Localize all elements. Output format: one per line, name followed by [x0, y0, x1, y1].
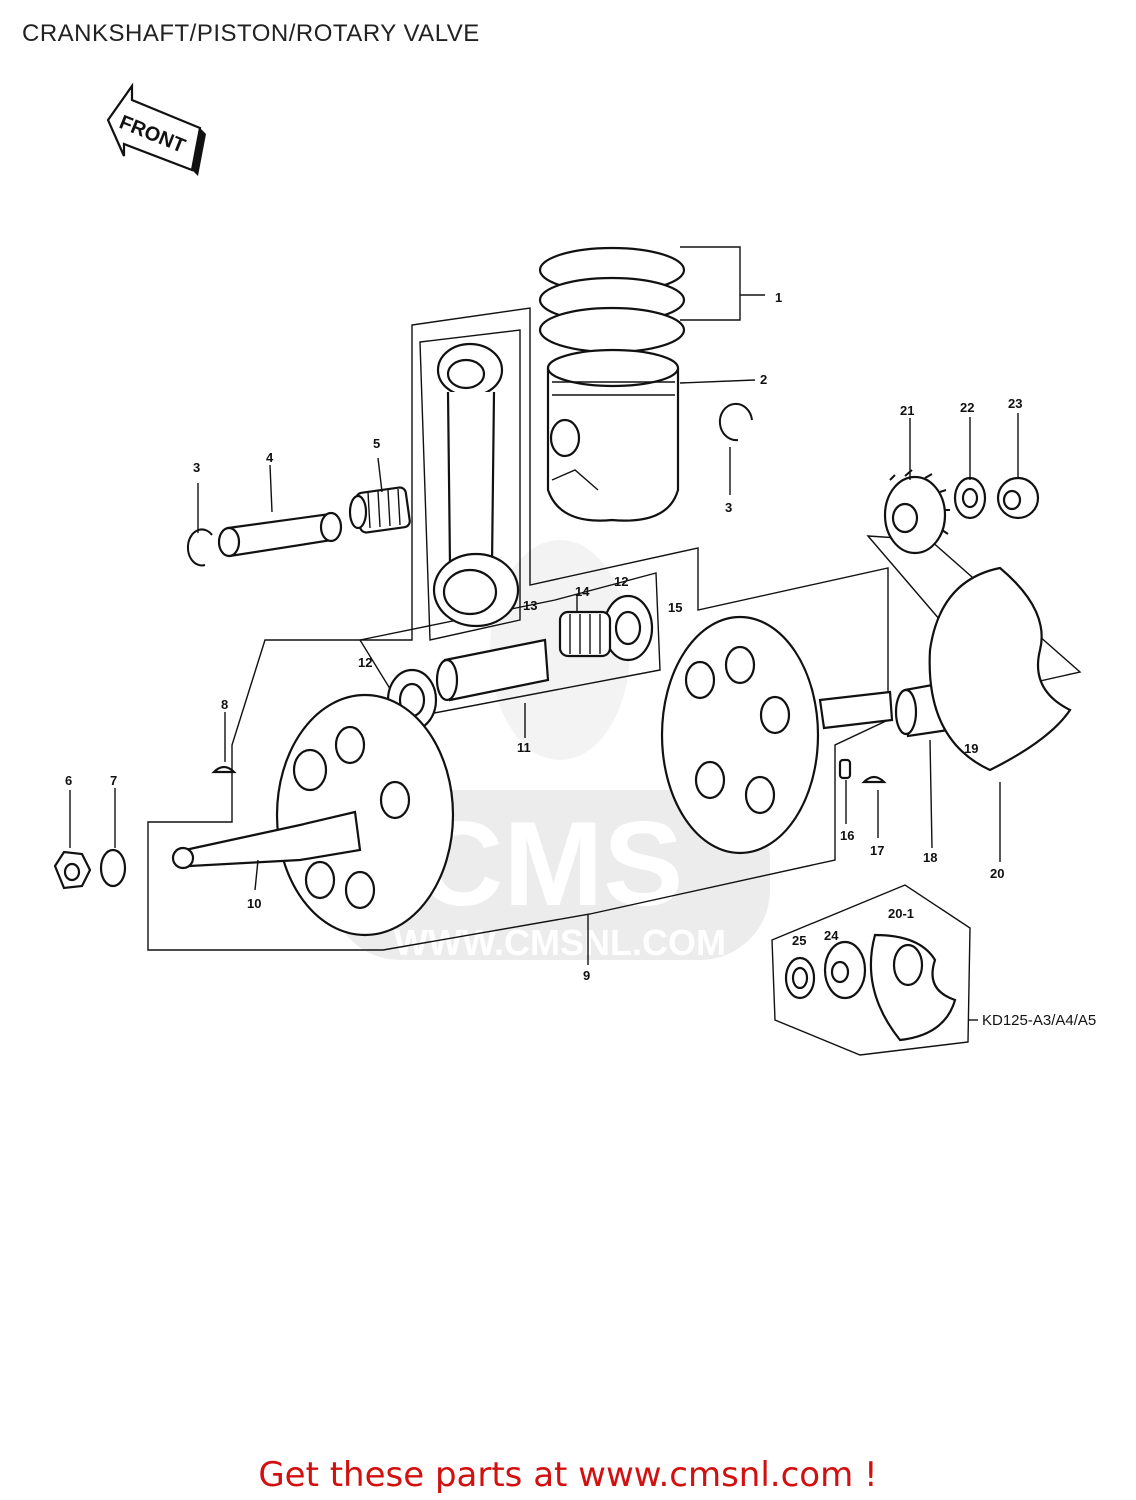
connecting-rod-outline — [419, 329, 521, 641]
callout-3-left: 3 — [193, 460, 200, 475]
variant-box-outline — [771, 884, 971, 1056]
callout-20: 20 — [990, 866, 1004, 881]
callout-2: 2 — [760, 372, 767, 387]
crankshaft-nut — [53, 850, 92, 890]
model-variant-note: KD125-A3/A4/A5 — [982, 1012, 1096, 1029]
callout-19: 19 — [964, 741, 978, 756]
footer-parts-link[interactable]: Get these parts at www.cmsnl.com ! — [258, 1455, 878, 1495]
gear-nut — [996, 476, 1040, 520]
leader-lines — [69, 246, 1019, 1021]
dowel-pin — [838, 758, 852, 780]
callout-10: 10 — [247, 896, 261, 911]
callout-11: 11 — [517, 740, 531, 755]
oil-pump-gear — [883, 469, 950, 555]
rotary-valve-disc — [928, 566, 1072, 772]
front-arrow: FRONT — [106, 82, 206, 176]
small-end-bearing — [348, 486, 411, 534]
callout-24: 24 — [824, 928, 839, 943]
piston — [546, 348, 680, 522]
callout-25: 25 — [792, 933, 806, 948]
callout-15: 15 — [668, 600, 682, 615]
callout-9: 9 — [583, 968, 590, 983]
page-title: CRANKSHAFT/PISTON/ROTARY VALVE — [22, 20, 480, 47]
callout-16: 16 — [840, 828, 854, 843]
exploded-parts-diagram: CMS WWW.CMSNL.COM FRONT — [53, 82, 1096, 1056]
callout-5: 5 — [373, 436, 380, 451]
watermark-brand: CMS — [417, 797, 684, 931]
crank-pin — [435, 638, 550, 702]
piston-pin-clip-left — [186, 528, 213, 567]
callout-13: 13 — [523, 598, 537, 613]
callout-1: 1 — [775, 290, 782, 305]
crankshaft-washer — [99, 848, 127, 888]
callout-8: 8 — [221, 697, 228, 712]
variant-gear — [823, 940, 867, 1000]
variant-washer — [784, 956, 816, 1000]
crankshaft-left-flywheel — [171, 693, 455, 937]
big-end-bearing — [558, 610, 612, 658]
callout-7: 7 — [110, 773, 117, 788]
callout-22: 22 — [960, 400, 974, 415]
woodruff-key-left — [211, 765, 237, 774]
callout-12-left: 12 — [358, 655, 372, 670]
piston-pin — [217, 511, 343, 558]
piston-rings — [538, 246, 686, 354]
connecting-rod — [432, 342, 520, 628]
callout-3-right: 3 — [725, 500, 732, 515]
callout-23: 23 — [1008, 396, 1022, 411]
piston-pin-clip-right — [719, 403, 753, 442]
woodruff-key-right — [861, 775, 887, 784]
callout-20-1: 20-1 — [888, 906, 914, 921]
variant-rotary-valve-disc — [869, 933, 957, 1042]
callout-4: 4 — [266, 450, 274, 465]
callout-6: 6 — [65, 773, 72, 788]
callout-12-right: 12 — [614, 574, 628, 589]
thrust-washer-right — [602, 594, 654, 662]
callout-21: 21 — [900, 403, 914, 418]
callout-14: 14 — [575, 584, 590, 599]
watermark-url: WWW.CMSNL.COM — [394, 922, 726, 963]
crankshaft-assembly-outline — [147, 307, 889, 951]
callout-numbers: 1 2 3 3 4 5 6 7 8 9 10 11 12 12 13 14 15… — [65, 290, 1096, 1029]
crankshaft-right-flywheel — [660, 615, 894, 855]
callout-18: 18 — [923, 850, 937, 865]
callout-17: 17 — [870, 843, 884, 858]
gear-washer — [953, 476, 987, 520]
